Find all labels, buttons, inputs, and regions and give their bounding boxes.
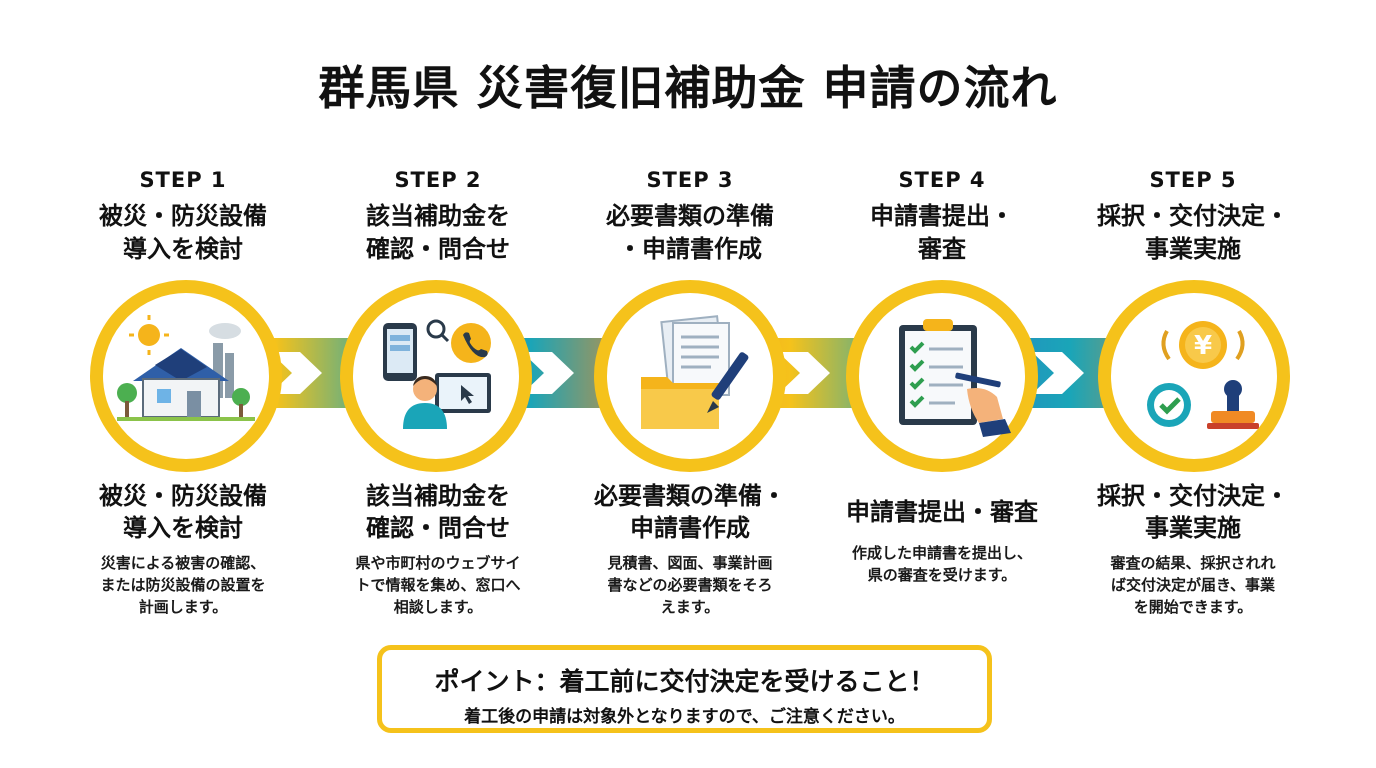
step-header-4: STEP 4 申請書提出・ 審査 bbox=[822, 168, 1062, 266]
step-title: 申請書提出・ 審査 bbox=[870, 202, 1014, 263]
step-number: STEP 1 bbox=[139, 168, 227, 192]
step-title: 被災・防災設備 導入を検討 bbox=[99, 202, 267, 263]
step-detail-4: 申請書提出・審査 作成した申請書を提出し、 県の審査を受けます。 bbox=[817, 480, 1067, 586]
step-detail-title: 該当補助金を 確認・問合せ bbox=[366, 482, 510, 542]
step-detail-desc: 見積書、図面、事業計画 書などの必要書類をそろ えます。 bbox=[607, 554, 773, 616]
step-detail-desc: 県や市町村のウェブサイ トで情報を集め、窓口へ 相談します。 bbox=[355, 554, 521, 616]
step-title: 必要書類の準備 ・申請書作成 bbox=[606, 202, 774, 263]
step-header-2: STEP 2 該当補助金を 確認・問合せ bbox=[318, 168, 558, 266]
point-callout-box: ポイント：着工前に交付決定を受けること！ 着工後の申請は対象外となりますので、ご… bbox=[377, 645, 992, 733]
step-detail-desc: 審査の結果、採択されれ ば交付決定が届き、事業 を開始できます。 bbox=[1110, 554, 1276, 616]
svg-text:¥: ¥ bbox=[1194, 331, 1212, 361]
step-header-5: STEP 5 採択・交付決定・ 事業実施 bbox=[1073, 168, 1313, 266]
step-detail-1: 被災・防災設備 導入を検討 災害による被害の確認、 または防災設備の設置を 計画… bbox=[58, 480, 308, 618]
step-detail-3: 必要書類の準備・ 申請書作成 見積書、図面、事業計画 書などの必要書類をそろ え… bbox=[565, 480, 815, 618]
step-circle-5: ¥ bbox=[1098, 280, 1290, 472]
house-solar-factory-icon bbox=[117, 315, 255, 421]
step-header-1: STEP 1 被災・防災設備 導入を検討 bbox=[63, 168, 303, 266]
step-detail-desc: 災害による被害の確認、 または防災設備の設置を 計画します。 bbox=[100, 554, 266, 616]
step-circle-4 bbox=[846, 280, 1038, 472]
step-number: STEP 5 bbox=[1149, 168, 1237, 192]
point-sub-text: 着工後の申請は対象外となりますので、ご注意ください。 bbox=[464, 707, 905, 727]
yen-coin-badge-stamp-icon: ¥ bbox=[1147, 321, 1259, 429]
step-circle-2 bbox=[340, 280, 532, 472]
step-detail-5: 採択・交付決定・ 事業実施 審査の結果、採択されれ ば交付決定が届き、事業 を開… bbox=[1068, 480, 1318, 618]
phone-computer-person-icon bbox=[383, 319, 491, 429]
step-title: 採択・交付決定・ 事業実施 bbox=[1097, 202, 1289, 263]
step-detail-2: 該当補助金を 確認・問合せ 県や市町村のウェブサイ トで情報を集め、窓口へ 相談… bbox=[313, 480, 563, 618]
step-detail-title: 申請書提出・審査 bbox=[846, 498, 1038, 526]
step-title: 該当補助金を 確認・問合せ bbox=[366, 202, 510, 263]
clipboard-checklist-icon bbox=[899, 319, 1011, 437]
step-number: STEP 4 bbox=[898, 168, 986, 192]
page-title: 群馬県 災害復旧補助金 申請の流れ bbox=[318, 61, 1058, 115]
step-number: STEP 2 bbox=[394, 168, 482, 192]
step-detail-title: 必要書類の準備・ 申請書作成 bbox=[594, 482, 786, 542]
documents-folder-pen-icon bbox=[641, 315, 749, 429]
step-detail-desc: 作成した申請書を提出し、 県の審査を受けます。 bbox=[851, 544, 1032, 584]
point-main-text: ポイント：着工前に交付決定を受けること！ bbox=[434, 667, 935, 696]
step-number: STEP 3 bbox=[646, 168, 734, 192]
step-detail-title: 採択・交付決定・ 事業実施 bbox=[1097, 482, 1289, 542]
step-circle-3 bbox=[594, 280, 786, 472]
step-circle-1 bbox=[90, 280, 282, 472]
step-detail-title: 被災・防災設備 導入を検討 bbox=[99, 482, 267, 542]
step-header-3: STEP 3 必要書類の準備 ・申請書作成 bbox=[570, 168, 810, 266]
